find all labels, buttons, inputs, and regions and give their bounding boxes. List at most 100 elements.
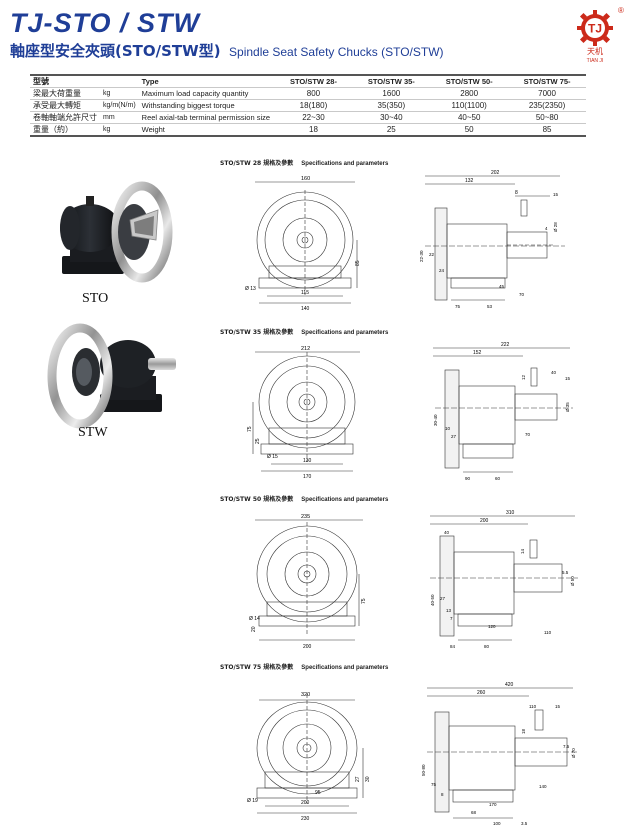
dim-label: 20 xyxy=(251,626,257,632)
dim-label: 75 xyxy=(455,304,461,309)
row-label-cn: 卷軸軸端允許尺寸 xyxy=(30,111,100,124)
dim-label: 152 xyxy=(473,350,482,356)
row-value: 85 xyxy=(508,123,586,137)
dim-label: 13 xyxy=(446,608,452,613)
front-view-35: 212 75 25 130 170 Ø 15 xyxy=(247,346,360,480)
row-value: 7000 xyxy=(508,87,586,100)
side-view-35: 222 152 12 40 15 Ø 35 30-40 10 27 70 90 … xyxy=(433,342,573,481)
spec-table: 型號 Type STO/STW 28- STO/STW 35- STO/STW … xyxy=(30,74,586,137)
dim-label: 8 xyxy=(441,792,444,797)
row-label-en: Withstanding biggest torque xyxy=(138,99,275,112)
dim-label: Ø 28 xyxy=(553,222,558,232)
registered-mark: ® xyxy=(618,6,624,15)
dim-label: Ø 19 xyxy=(247,798,258,804)
section-title-cn: STO/STW 35 規格及參數 xyxy=(220,329,294,336)
side-view-75: 420 260 110 15 18 Ø 70 7.5 50-80 75 8 14… xyxy=(421,682,577,826)
row-label-en: Weight xyxy=(138,123,275,137)
header-en: Type xyxy=(138,74,275,88)
dim-label: 70 xyxy=(519,292,525,297)
stw-label: STW xyxy=(78,425,108,440)
header-cn: 型號 xyxy=(30,74,100,88)
dim-label: 100 xyxy=(493,821,501,826)
dim-label: 60 xyxy=(495,476,501,481)
front-view-28: 160 85 115 140 Ø 13 xyxy=(245,176,361,312)
dim-label: 320 xyxy=(301,692,310,698)
dim-label: 95 xyxy=(315,790,321,796)
page-subtitle: 軸座型安全夾頭(STO/STW型) Spindle Seat Safety Ch… xyxy=(10,40,570,61)
row-value: 18 xyxy=(274,123,353,137)
dim-label: 27 xyxy=(440,596,446,601)
row-unit: mm xyxy=(100,111,139,124)
dim-label: 12 xyxy=(521,374,526,380)
dim-label: 170 xyxy=(489,802,497,807)
dim-label: 68 xyxy=(471,810,477,815)
dim-label: 30-40 xyxy=(433,414,438,426)
dim-label: 8 xyxy=(515,190,518,196)
row-value: 50 xyxy=(430,123,509,137)
side-view-28: 202 132 8 15 Ø 28 22-30 22 24 4 70 45 75… xyxy=(419,170,565,309)
dim-label: 120 xyxy=(488,624,496,629)
table-row: 承受最大轉矩 kg/m(N/m) Withstanding biggest to… xyxy=(30,99,586,112)
dim-label: 160 xyxy=(301,176,310,182)
subtitle-chinese: 軸座型安全夾頭(STO/STW型) xyxy=(10,42,221,60)
dim-label: 14 xyxy=(520,548,525,554)
dim-label: 200 xyxy=(303,644,312,650)
dim-label: 235 xyxy=(301,514,310,520)
sto-label: STO xyxy=(82,291,109,306)
subtitle-english: Spindle Seat Safety Chucks (STO/STW) xyxy=(229,45,444,59)
row-label-cn: 梁最大荷重量 xyxy=(30,87,100,100)
dim-label: 420 xyxy=(505,682,514,688)
dim-label: 140 xyxy=(301,306,310,312)
header-model: STO/STW 50- xyxy=(430,74,509,88)
row-value: 40~50 xyxy=(430,111,509,124)
dim-label: 130 xyxy=(303,458,312,464)
dim-label: 18 xyxy=(521,728,526,734)
dim-label: 110 xyxy=(529,704,537,709)
dim-label: 132 xyxy=(465,178,474,184)
row-value: 50~80 xyxy=(508,111,586,124)
dim-label: 75 xyxy=(361,598,367,604)
dim-label: 50-80 xyxy=(421,764,426,776)
dim-label: 202 xyxy=(491,170,500,176)
row-unit: kg/m(N/m) xyxy=(100,99,139,112)
header-model: STO/STW 35- xyxy=(352,74,431,88)
dim-label: 40-50 xyxy=(430,594,435,606)
gear-logo-icon: TJ xyxy=(577,10,613,46)
dim-label: 230 xyxy=(301,816,310,822)
dim-label: 10 xyxy=(445,426,451,431)
dim-label: 45 xyxy=(499,284,505,289)
row-value: 35(350) xyxy=(352,99,431,112)
stw-product-photo xyxy=(47,323,176,429)
dim-label: Ø 70 xyxy=(571,748,576,758)
table-row: 梁最大荷重量 kg Maximum load capacity quantity… xyxy=(30,87,586,100)
section-title-cn: STO/STW 75 規格及參數 xyxy=(220,664,294,671)
dim-label: 90 xyxy=(465,476,471,481)
table-row: 重量（約） kg Weight 18 25 50 85 xyxy=(30,123,586,137)
dim-label: 15 xyxy=(565,376,571,381)
section-title-cn: STO/STW 50 規格及參數 xyxy=(220,496,294,503)
row-label-en: Maximum load capacity quantity xyxy=(138,87,275,100)
dim-label: 75 xyxy=(247,426,253,432)
header-model: STO/STW 75- xyxy=(508,74,586,88)
row-value: 22~30 xyxy=(274,111,353,124)
dim-label: 170 xyxy=(303,474,312,480)
dim-label: 27 xyxy=(451,434,457,439)
header-unit xyxy=(100,74,139,88)
table-header-row: 型號 Type STO/STW 28- STO/STW 35- STO/STW … xyxy=(30,74,586,88)
dim-label: Ø 35 xyxy=(565,402,570,412)
dim-label: 40 xyxy=(551,370,557,375)
page-header: TJ-STO / STW 軸座型安全夾頭(STO/STW型) Spindle S… xyxy=(10,8,570,61)
section-title-en: Specifications and parameters xyxy=(301,161,389,167)
row-value: 1600 xyxy=(352,87,431,100)
logo-mark: TJ xyxy=(588,22,602,36)
row-value: 30~40 xyxy=(352,111,431,124)
dim-label: 110 xyxy=(544,630,552,635)
dim-label: 140 xyxy=(539,784,547,789)
dim-label: 27 xyxy=(355,776,361,782)
dim-label: 3.5 xyxy=(521,821,528,826)
dim-label: 84 xyxy=(450,644,456,649)
